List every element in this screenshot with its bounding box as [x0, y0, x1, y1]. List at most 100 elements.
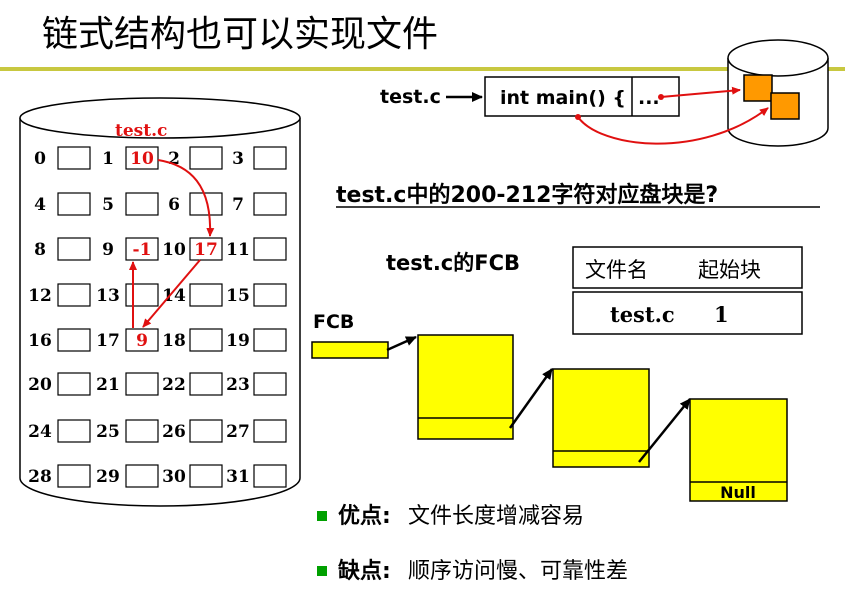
block-box [125, 328, 159, 352]
code-box [484, 76, 680, 117]
bullet-label-pros: 优点: [338, 503, 391, 529]
block-number: 10 [162, 240, 186, 260]
fcb-table: 文件名 起始块 test.c 1 [572, 246, 803, 335]
block-number: 30 [162, 467, 186, 487]
block-number: 9 [102, 240, 114, 260]
block-number: 12 [28, 286, 52, 306]
block-box [57, 372, 91, 396]
fcb-header-start: 起始块 [698, 258, 761, 282]
block-pointer-value: -1 [133, 240, 152, 260]
block-box [57, 464, 91, 488]
linked-block-1 [417, 334, 514, 440]
block-number: 29 [96, 467, 120, 487]
block-number: 27 [226, 422, 250, 442]
block-number: 25 [96, 422, 120, 442]
pointer-arrow-1 [660, 86, 741, 98]
block-box [125, 372, 159, 396]
block-number: 22 [162, 375, 186, 395]
block-number: 2 [168, 149, 180, 169]
block-box [189, 237, 223, 261]
link-1-to-10 [157, 159, 215, 237]
fcb-caption: test.c的FCB [386, 251, 520, 275]
block-box [125, 237, 159, 261]
block-pointer-value: 10 [130, 149, 154, 169]
block-number: 1 [102, 149, 114, 169]
block-number: 21 [96, 375, 120, 395]
block-pointer-value: 17 [194, 240, 218, 260]
block-number: 20 [28, 375, 52, 395]
block-box [253, 328, 287, 352]
code-ellipsis: ... [638, 87, 660, 109]
bullet-text-cons: 顺序访问慢、可靠性差 [408, 559, 628, 584]
block-number: 4 [34, 195, 46, 215]
block-box [253, 419, 287, 443]
bullet-square-1 [317, 511, 327, 521]
block-number: 3 [232, 149, 244, 169]
block-box [253, 237, 287, 261]
block-box [57, 237, 91, 261]
bullet-label-cons: 缺点: [338, 558, 391, 584]
block-link-2 [638, 398, 691, 463]
null-label: Null [720, 483, 756, 502]
block-number: 14 [162, 286, 186, 306]
pointer-arrow-2 [577, 107, 769, 145]
slide-title: 链式结构也可以实现文件 [42, 14, 438, 55]
block-number: 31 [226, 467, 250, 487]
block-number: 16 [28, 331, 52, 351]
block-number: 5 [102, 195, 114, 215]
block-box [125, 419, 159, 443]
block-number: 18 [162, 331, 186, 351]
fcb-pointer-bar [311, 341, 389, 359]
block-number: 11 [226, 240, 250, 260]
block-box [189, 464, 223, 488]
block-box [253, 283, 287, 307]
block-box [125, 464, 159, 488]
block-number: 7 [232, 195, 244, 215]
block-number: 0 [34, 149, 46, 169]
fcb-header-name: 文件名 [585, 258, 648, 282]
block-box [57, 146, 91, 170]
title-underline [0, 67, 845, 71]
fcb-pointer-arrow [386, 335, 417, 352]
block-number: 17 [96, 331, 120, 351]
block-number: 23 [226, 375, 250, 395]
question-text: test.c中的200-212字符对应盘块是? [336, 182, 718, 208]
bullet-text-pros: 文件长度增减容易 [408, 504, 584, 529]
linked-block-3 [689, 398, 788, 502]
block-box [189, 419, 223, 443]
block-number: 24 [28, 422, 52, 442]
block-box [189, 283, 223, 307]
block-number: 19 [226, 331, 250, 351]
block-box [189, 146, 223, 170]
block-box [253, 192, 287, 216]
block-box [253, 464, 287, 488]
block-box [57, 419, 91, 443]
fcb-pointer-label: FCB [313, 311, 354, 333]
block-box [125, 283, 159, 307]
block-box [189, 328, 223, 352]
block-box [189, 372, 223, 396]
code-text: int main() { [500, 87, 626, 109]
block-link-1 [508, 368, 554, 429]
small-disk-icon [727, 39, 829, 147]
block-number: 26 [162, 422, 186, 442]
block-box [57, 328, 91, 352]
block-box [125, 146, 159, 170]
block-box [253, 146, 287, 170]
block-number: 15 [226, 286, 250, 306]
linked-block-2 [552, 368, 650, 468]
block-number: 8 [34, 240, 46, 260]
block-number: 28 [28, 467, 52, 487]
block-box [189, 192, 223, 216]
block-box [125, 192, 159, 216]
link-arrows [129, 159, 215, 328]
block-box [57, 192, 91, 216]
block-number: 6 [168, 195, 180, 215]
block-pointer-value: 9 [136, 331, 148, 351]
block-box [57, 283, 91, 307]
fcb-row-start: 1 [714, 302, 729, 327]
fcb-row-name: test.c [610, 302, 675, 327]
disk-file-label: test.c [115, 121, 167, 141]
link-10-to-17 [142, 259, 201, 328]
